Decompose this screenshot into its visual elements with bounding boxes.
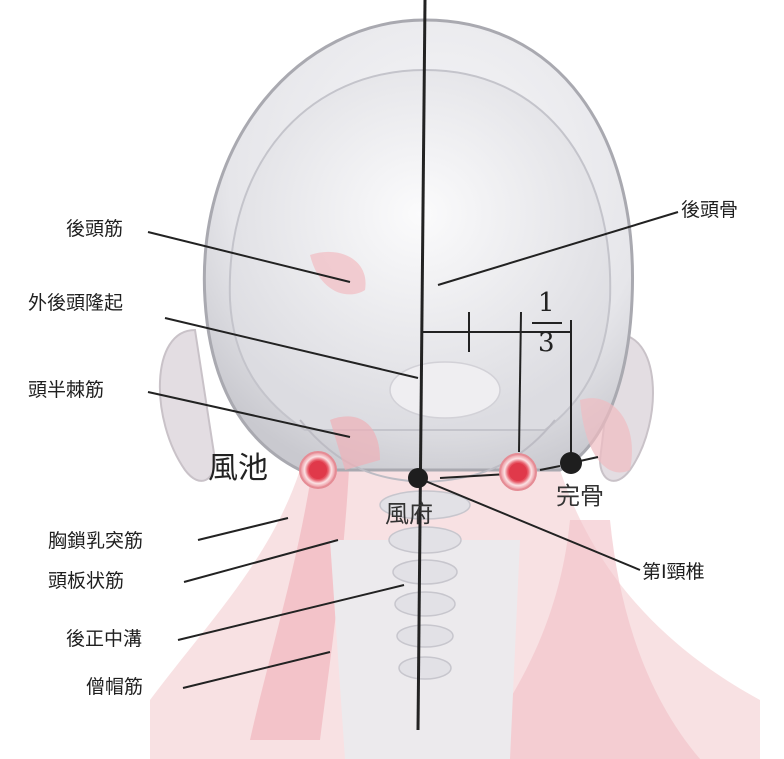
label-external-occipital-protuberance: 外後頭隆起 bbox=[28, 294, 123, 313]
label-posterior-median-sulcus: 後正中溝 bbox=[66, 630, 142, 649]
label-first-cervical-vertebra: 第Ⅰ頸椎 bbox=[642, 563, 705, 582]
label-fufu: 風府 bbox=[385, 502, 433, 526]
fraction-numerator: 1 bbox=[538, 290, 555, 316]
acupoint-kankotsu[interactable] bbox=[560, 452, 582, 474]
label-kankotsu: 完骨 bbox=[556, 484, 604, 508]
label-fuchi: 風池 bbox=[208, 454, 268, 484]
label-splenius-capitis: 頭板状筋 bbox=[48, 572, 124, 591]
acupoint-fuchi-right[interactable] bbox=[500, 454, 536, 490]
acupoint-fuchi-left[interactable] bbox=[300, 452, 336, 488]
fraction-bar bbox=[532, 322, 562, 324]
fraction-denominator: 3 bbox=[538, 330, 555, 356]
label-occipitalis: 後頭筋 bbox=[66, 220, 123, 239]
label-sternocleidomastoid: 胸鎖乳突筋 bbox=[48, 532, 143, 551]
label-occipital-bone: 後頭骨 bbox=[681, 201, 738, 220]
acupoint-fufu[interactable] bbox=[408, 468, 428, 488]
label-trapezius: 僧帽筋 bbox=[86, 678, 143, 697]
label-semispinalis-capitis: 頭半棘筋 bbox=[28, 381, 104, 400]
